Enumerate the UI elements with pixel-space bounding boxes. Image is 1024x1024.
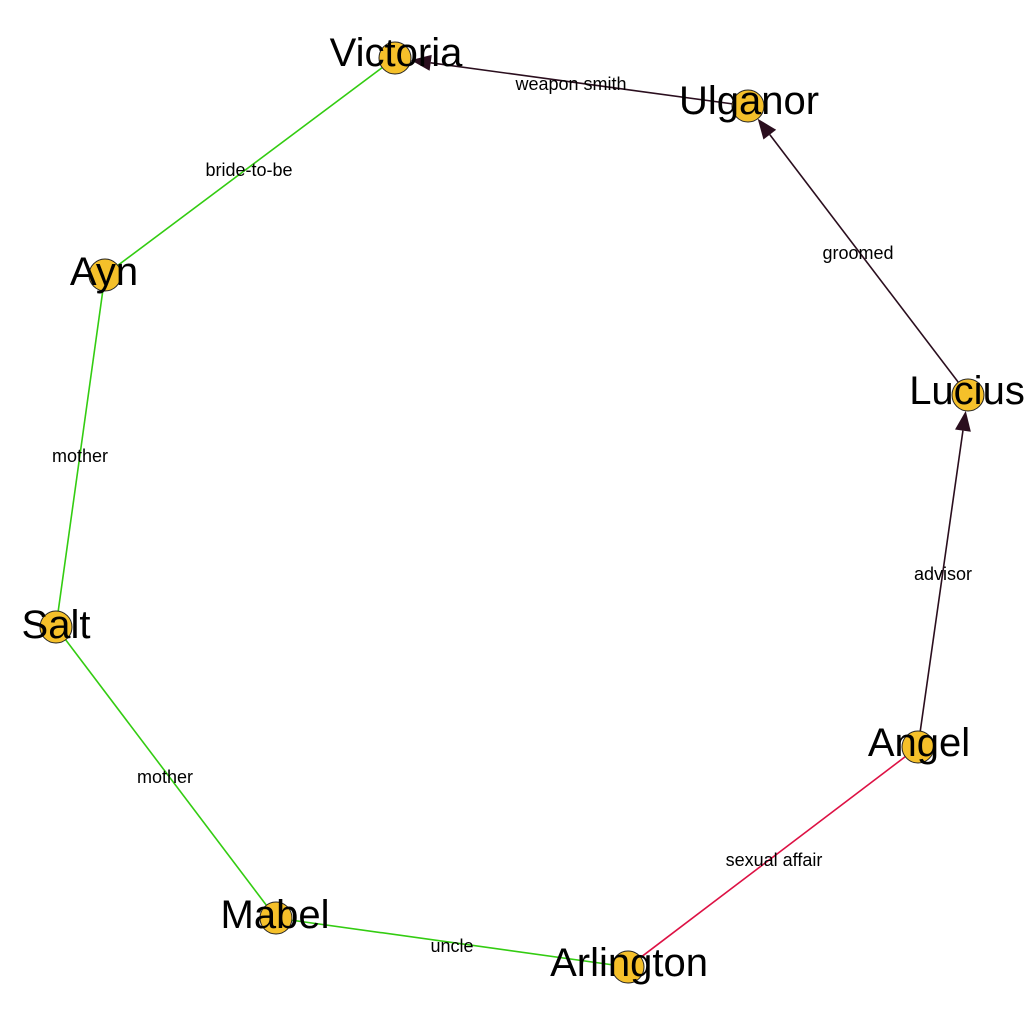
edge-labels-layer: bride-to-be mother mother uncle sexual affai… (52, 74, 972, 956)
edge-lucius-ulganor (769, 134, 969, 396)
node-mabel[interactable] (259, 901, 293, 935)
node-label-victoria: Victoria (330, 31, 463, 75)
arrowhead-lucius-ulganor (757, 118, 777, 140)
node-label-salt: Salt (22, 603, 91, 647)
node-ulganor[interactable] (731, 89, 765, 123)
edge-mabel-salt (55, 626, 277, 919)
edge-label-arlington-angel: sexual affair (726, 850, 823, 870)
node-salt[interactable] (39, 610, 73, 644)
node-arlington[interactable] (611, 950, 645, 984)
edge-mabel-arlington (275, 917, 629, 968)
node-victoria[interactable] (378, 41, 412, 75)
edge-label-salt-ayn: mother (52, 446, 108, 466)
edge-label-mabel-salt: mother (137, 767, 193, 787)
node-label-arlington: Arlington (550, 941, 708, 985)
edge-label-lucius-ulganor: groomed (822, 243, 893, 263)
edge-label-ulganor-victoria: weapon smith (514, 74, 626, 94)
node-label-mabel: Mabel (221, 893, 330, 937)
edge-angel-lucius (917, 430, 964, 748)
node-label-ayn: Ayn (70, 250, 138, 294)
edge-salt-ayn (55, 274, 106, 628)
node-label-lucius: Lucius (909, 369, 1024, 413)
edge-label-ayn-victoria: bride-to-be (205, 160, 292, 180)
edge-label-mabel-arlington: uncle (430, 936, 473, 956)
edge-arlington-angel (627, 746, 919, 968)
edge-ulganor-victoria (430, 62, 749, 107)
edges-layer (55, 54, 971, 968)
edge-label-angel-lucius: advisor (914, 564, 972, 584)
arrowhead-ulganor-victoria (410, 54, 432, 71)
nodes-layer (39, 41, 985, 984)
node-angel[interactable] (901, 730, 935, 764)
arrowhead-angel-lucius (955, 410, 971, 432)
node-lucius[interactable] (951, 378, 985, 412)
node-label-angel: Angel (868, 721, 970, 765)
edge-ayn-victoria (104, 57, 396, 276)
node-label-ulganor: Ulganor (679, 79, 819, 123)
node-ayn[interactable] (88, 258, 122, 292)
